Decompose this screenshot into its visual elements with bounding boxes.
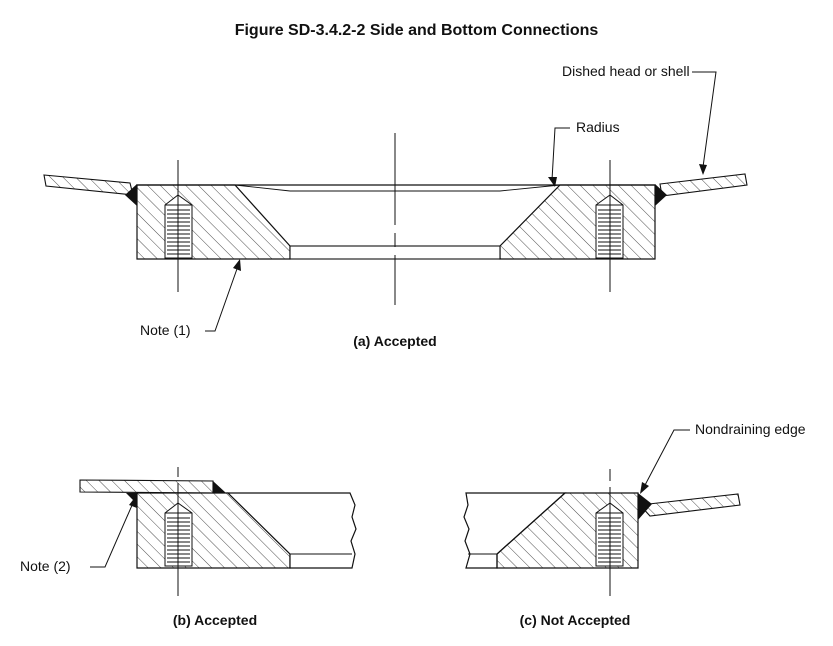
shell-plate-right [659, 173, 748, 197]
label-note1: Note (1) [140, 322, 191, 338]
label-nondraining-edge: Nondraining edge [695, 421, 806, 437]
label-radius: Radius [576, 119, 620, 135]
shell-plate-left [43, 174, 134, 196]
caption-a: (a) Accepted [353, 333, 437, 349]
leader-radius [551, 127, 570, 181]
shell-plate-c [638, 493, 741, 517]
weld-b-right [213, 481, 226, 493]
shell-plate-b [79, 479, 214, 494]
caption-c: (c) Not Accepted [519, 612, 631, 628]
view-c-not-accepted [463, 429, 741, 596]
view-b-accepted [79, 467, 357, 596]
view-a-accepted [43, 71, 748, 332]
radius-line-left [234, 184, 291, 192]
fitting-body-left [136, 184, 291, 260]
fitting-body-right [499, 184, 656, 260]
leader-dished-head [692, 71, 717, 168]
leader-note1 [205, 265, 239, 332]
leader-note2 [90, 502, 134, 568]
leader-nondraining [643, 429, 690, 488]
label-dished-head: Dished head or shell [562, 63, 690, 79]
weld-right [655, 184, 667, 206]
caption-b: (b) Accepted [172, 612, 258, 628]
radius-line-right [499, 184, 561, 192]
weld-left [125, 184, 137, 206]
fitting-blank-b [226, 492, 357, 569]
weld-c [638, 493, 652, 520]
figure-title: Figure SD-3.4.2-2 Side and Bottom Connec… [234, 22, 599, 39]
label-note2: Note (2) [20, 558, 71, 574]
